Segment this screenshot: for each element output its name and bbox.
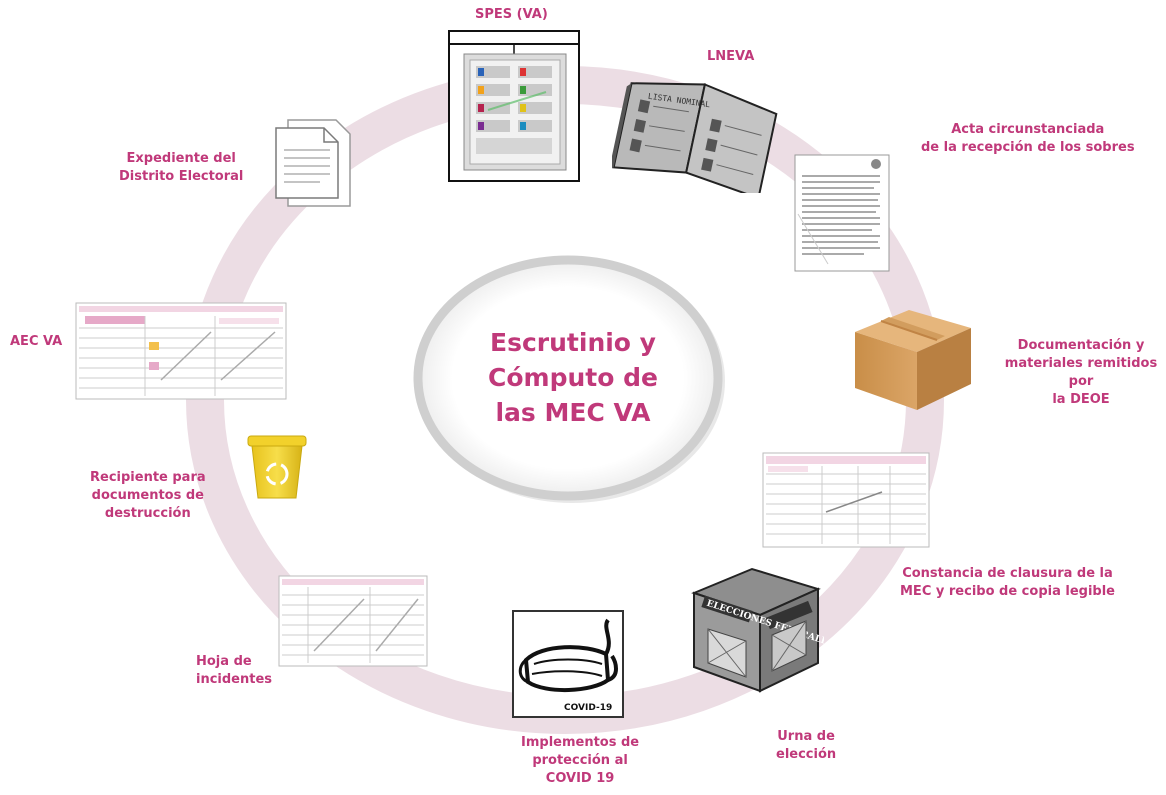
- label-recipiente: Recipiente para documentos de destrucció…: [90, 470, 206, 521]
- form-sheet-icon: [762, 452, 930, 548]
- form-sheet-icon: [75, 302, 287, 400]
- document-icon: [794, 154, 890, 272]
- label-documentacion: Documentación y materiales remitidos por…: [1004, 338, 1158, 407]
- label-spes: SPES (VA): [475, 7, 548, 22]
- label-aec: AEC VA: [10, 334, 63, 349]
- label-urna: Urna de elección: [776, 729, 837, 762]
- label-expediente: Expediente del Distrito Electoral: [119, 151, 244, 184]
- documents-icon: [275, 119, 351, 207]
- recycle-bin-icon: [247, 435, 307, 499]
- ballot-card-icon: [448, 30, 580, 182]
- label-acta: Acta circunstanciada de la recepción de …: [921, 122, 1135, 155]
- center-title: Escrutinio y Cómputo de las MEC VA: [488, 328, 658, 427]
- label-hoja: Hoja de incidentes: [196, 654, 273, 687]
- voter-list-book-icon: LISTA NOMINAL: [612, 82, 778, 193]
- mask-text: COVID-19: [564, 703, 612, 713]
- form-sheet-icon: [278, 575, 428, 667]
- label-implementos: Implementos de protección al COVID 19: [521, 735, 640, 786]
- center-oval: [413, 255, 723, 501]
- face-mask-icon: COVID-19: [512, 610, 624, 718]
- ballot-box-icon: ELECCIONES FEDERALES: [691, 567, 824, 693]
- label-constancia: Constancia de clausura de la MEC y recib…: [900, 566, 1115, 599]
- label-lneva: LNEVA: [707, 49, 755, 64]
- cardboard-box-icon: [855, 310, 971, 410]
